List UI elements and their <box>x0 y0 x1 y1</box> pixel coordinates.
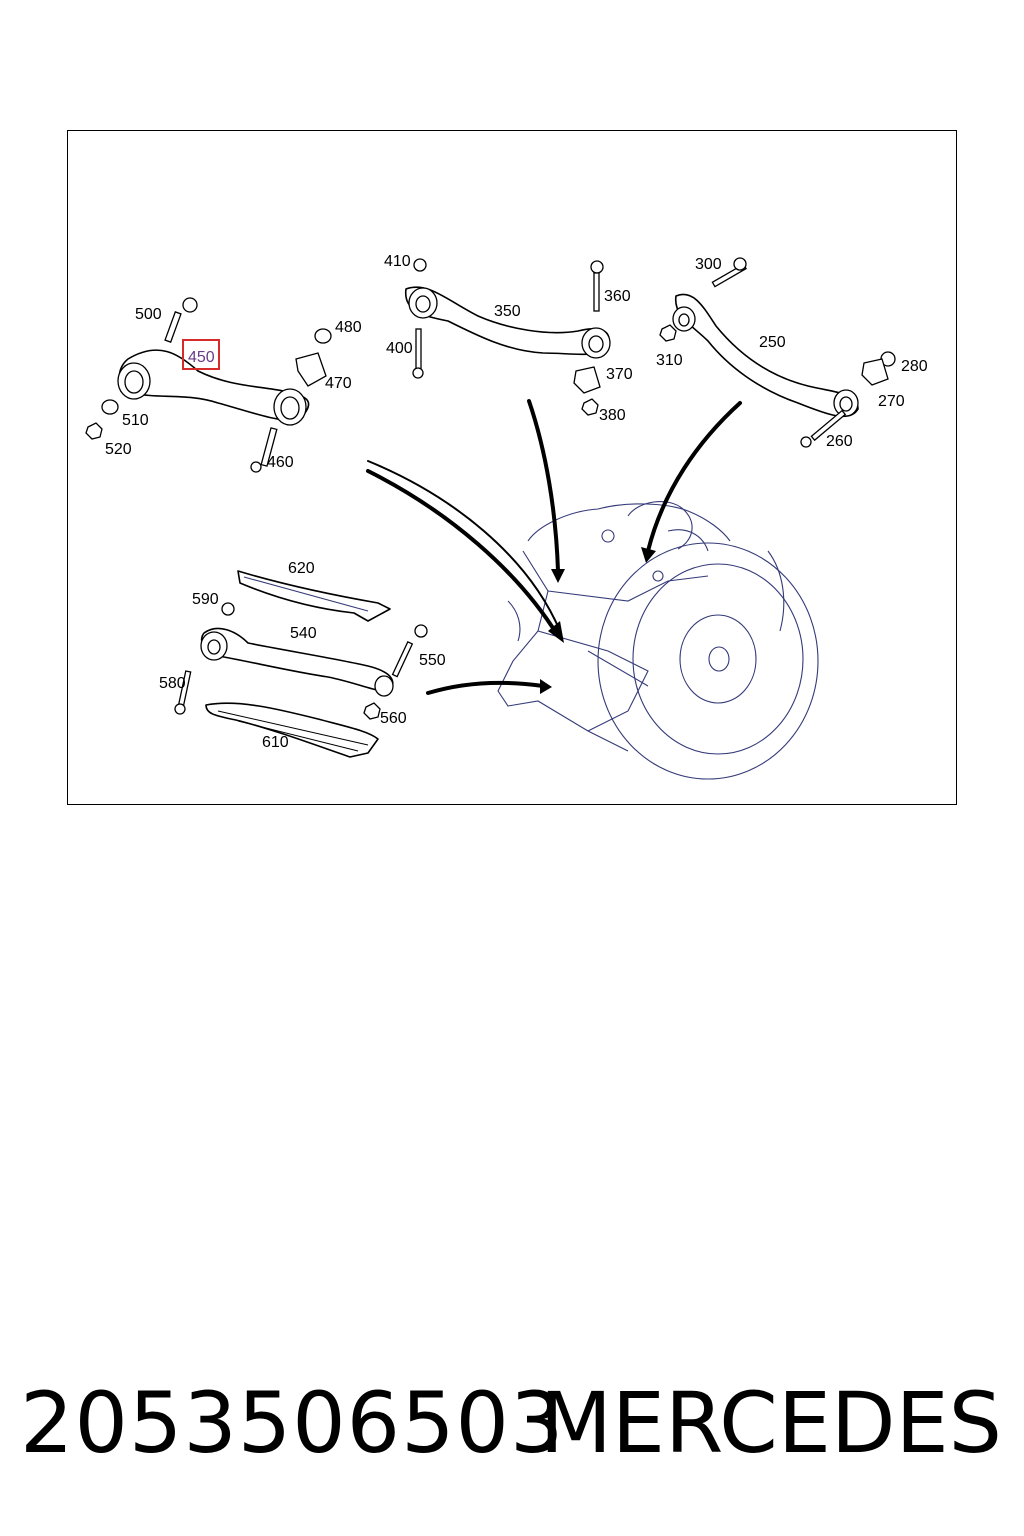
control-arm-540 <box>200 627 394 697</box>
parts-diagram: 410 350 360 400 370 380 300 250 310 280 … <box>85 253 928 780</box>
cover-620 <box>237 570 391 622</box>
washer-590 <box>221 602 235 616</box>
bolt-360 <box>590 260 604 312</box>
nut-310 <box>659 324 677 342</box>
callout-590: 590 <box>192 591 219 608</box>
bolt-550 <box>391 624 428 678</box>
callout-620: 620 <box>288 560 315 577</box>
eccentric-disc-470 <box>295 352 327 387</box>
nut-520 <box>85 422 103 440</box>
callout-370: 370 <box>606 366 633 383</box>
cover-610 <box>205 702 379 758</box>
brand-name: MERCEDES <box>539 1374 1002 1472</box>
bolt-300 <box>711 257 747 288</box>
callout-labels: 410 350 360 400 370 380 300 250 310 280 … <box>105 253 928 751</box>
callout-400: 400 <box>386 340 413 357</box>
bolt-580 <box>174 670 192 715</box>
callout-510: 510 <box>122 412 149 429</box>
callout-410: 410 <box>384 253 411 270</box>
callout-500: 500 <box>135 306 162 323</box>
callout-470: 470 <box>325 375 352 392</box>
callout-540: 540 <box>290 625 317 642</box>
callout-360: 360 <box>604 288 631 305</box>
control-arm-450 <box>117 349 310 426</box>
callout-260: 260 <box>826 433 853 450</box>
control-arm-350 <box>405 286 611 359</box>
callout-380: 380 <box>599 407 626 424</box>
eccentric-disc-370 <box>573 366 601 394</box>
nut-410 <box>413 258 427 272</box>
callout-560: 560 <box>380 710 407 727</box>
callout-310: 310 <box>656 352 683 369</box>
eccentric-disc-270 <box>861 358 889 386</box>
callout-450: 450 <box>188 349 215 366</box>
bolt-400 <box>412 328 424 379</box>
callout-250: 250 <box>759 334 786 351</box>
washer-510 <box>101 399 119 415</box>
bolt-500 <box>164 297 198 343</box>
bolt-260 <box>800 409 847 448</box>
nut-560 <box>363 702 381 720</box>
callout-300: 300 <box>695 256 722 273</box>
washer-480 <box>314 328 332 344</box>
footer: 2053506503 MERCEDES <box>0 1368 1024 1478</box>
pointer-arrows <box>366 399 742 695</box>
diagram-frame: 410 350 360 400 370 380 300 250 310 280 … <box>67 130 957 805</box>
callout-580: 580 <box>159 675 186 692</box>
callout-610: 610 <box>262 734 289 751</box>
callout-270: 270 <box>878 393 905 410</box>
nut-380 <box>581 398 599 416</box>
wheel-carrier-assembly <box>497 501 819 780</box>
control-arm-250 <box>672 293 859 418</box>
callout-460: 460 <box>267 454 294 471</box>
callout-480: 480 <box>335 319 362 336</box>
callout-280: 280 <box>901 358 928 375</box>
callout-520: 520 <box>105 441 132 458</box>
bolt-460 <box>250 427 278 473</box>
callout-350: 350 <box>494 303 521 320</box>
part-number: 2053506503 <box>20 1374 565 1472</box>
highlight-box-450 <box>182 339 220 370</box>
callout-550: 550 <box>419 652 446 669</box>
